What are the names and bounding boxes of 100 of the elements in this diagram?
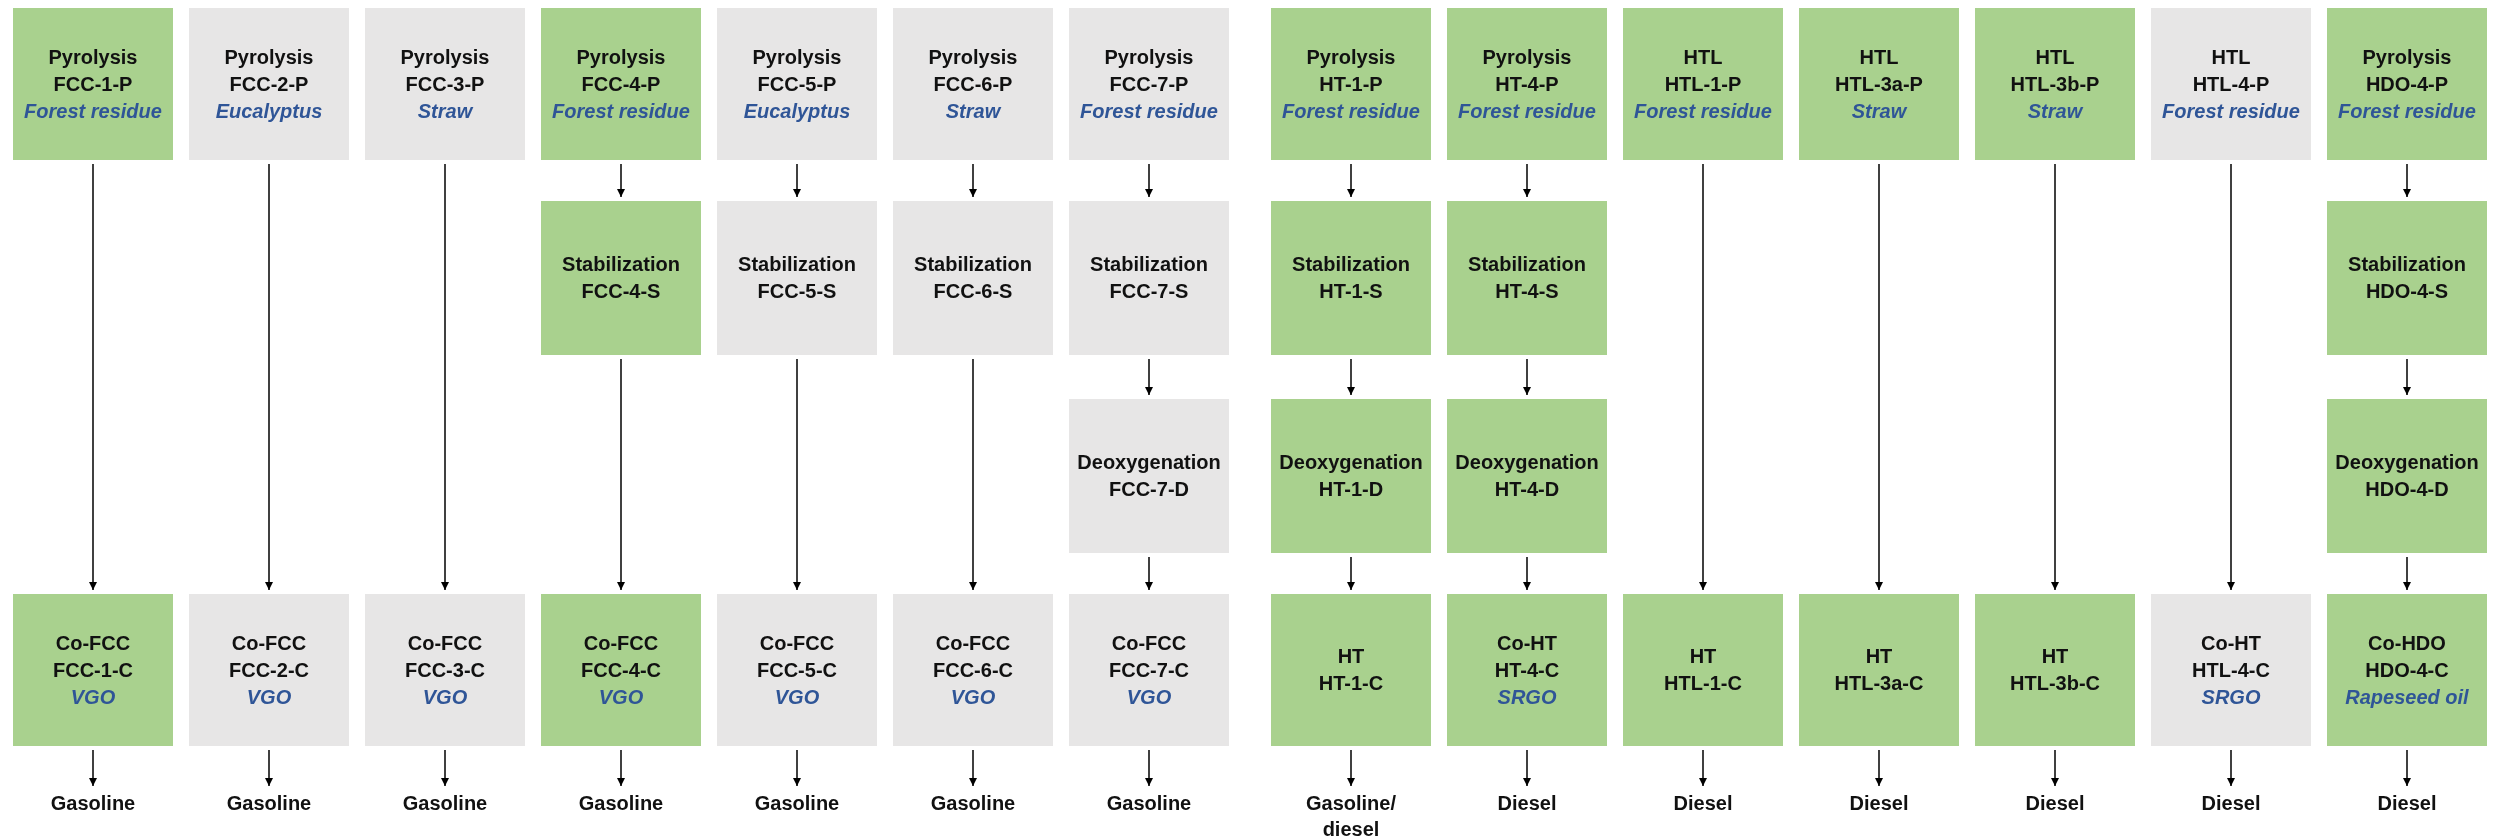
process-name: HTL [2035, 44, 2075, 70]
arrow [1523, 358, 1531, 396]
process-name: Deoxygenation [1279, 450, 1423, 475]
process-box [893, 594, 1053, 746]
process-box [1447, 201, 1607, 355]
process-box [2151, 8, 2311, 160]
process-code: FCC-6-C [933, 657, 1013, 683]
arrow [793, 749, 801, 787]
arrow [441, 163, 449, 591]
process-box [1447, 399, 1607, 553]
process-name: Stabilization [1468, 252, 1586, 277]
product-label: Diesel [1819, 790, 1939, 836]
process-code: HT-1-C [1318, 671, 1384, 696]
process-box [1799, 8, 1959, 160]
arrow [1145, 163, 1153, 198]
process-name: Stabilization [914, 252, 1032, 277]
arrow [793, 358, 801, 591]
product-label: Gasoline [913, 790, 1033, 836]
process-name: Stabilization [1292, 252, 1410, 277]
process-code: HT-1-S [1319, 279, 1383, 304]
process-box [2327, 399, 2487, 553]
arrow [969, 163, 977, 198]
process-name: Pyrolysis [224, 44, 314, 70]
product-label: Diesel [1995, 790, 2115, 836]
process-code: HTL-3a-C [1834, 671, 1924, 696]
feedstock-label: Forest residue [1458, 98, 1596, 124]
arrow [1875, 163, 1883, 591]
arrow [1145, 556, 1153, 591]
process-name: Deoxygenation [1077, 450, 1221, 475]
process-code: HTL-3a-P [1835, 71, 1923, 97]
process-box [1447, 594, 1607, 746]
process-name: Co-HT [2201, 630, 2261, 656]
process-code: FCC-2-P [229, 71, 309, 97]
feedstock-label: VGO [774, 684, 820, 710]
product-label: Gasoline [737, 790, 857, 836]
arrow [89, 749, 97, 787]
feedstock-label: Forest residue [24, 98, 162, 124]
process-box [1069, 399, 1229, 553]
feedstock-label: Straw [417, 98, 473, 124]
product-label: Gasoline [385, 790, 505, 836]
process-code: FCC-4-P [581, 71, 661, 97]
product-label: Gasoline [1089, 790, 1209, 836]
feedstock-label: SRGO [2201, 684, 2261, 710]
process-name: Pyrolysis [1482, 44, 1572, 70]
arrow [617, 749, 625, 787]
process-code: FCC-7-P [1109, 71, 1189, 97]
feedstock-label: VGO [422, 684, 468, 710]
process-code: HT-4-S [1495, 279, 1559, 304]
arrow [617, 163, 625, 198]
process-code: FCC-1-C [53, 657, 133, 683]
feedstock-label: VGO [950, 684, 996, 710]
arrow [793, 163, 801, 198]
process-name: Co-FCC [1111, 630, 1187, 656]
process-code: HTL-4-P [2192, 71, 2270, 97]
process-box [1271, 8, 1431, 160]
product-label: Diesel [1467, 790, 1587, 836]
process-code: FCC-2-C [229, 657, 309, 683]
process-name: Stabilization [2348, 252, 2466, 277]
process-box [2327, 201, 2487, 355]
process-name: Pyrolysis [752, 44, 842, 70]
arrow [2051, 749, 2059, 787]
process-code: FCC-5-C [757, 657, 837, 683]
process-code: FCC-7-C [1109, 657, 1189, 683]
process-box [1447, 8, 1607, 160]
process-code: FCC-7-D [1109, 477, 1189, 502]
process-code: FCC-3-C [405, 657, 485, 683]
arrow [1523, 163, 1531, 198]
process-code: HDO-4-S [2365, 279, 2449, 304]
process-name: Co-HT [1497, 630, 1557, 656]
process-name: Co-FCC [407, 630, 483, 656]
process-name: Stabilization [1090, 252, 1208, 277]
process-box [1799, 594, 1959, 746]
process-code: FCC-5-P [757, 71, 837, 97]
process-name: Pyrolysis [576, 44, 666, 70]
feedstock-label: VGO [246, 684, 292, 710]
arrow [265, 163, 273, 591]
process-code: FCC-5-S [757, 279, 837, 304]
arrow [1347, 749, 1355, 787]
process-name: Pyrolysis [2362, 44, 2452, 70]
product-label: Diesel [1643, 790, 1763, 836]
process-name: HT [2041, 644, 2069, 669]
arrow [2051, 163, 2059, 591]
process-code: FCC-1-P [53, 71, 133, 97]
product-label: Gasoline [561, 790, 681, 836]
process-code: HTL-4-C [2192, 657, 2270, 683]
arrow [969, 358, 977, 591]
process-name: HTL [1859, 44, 1899, 70]
process-box [717, 8, 877, 160]
process-box [365, 8, 525, 160]
arrow [1523, 749, 1531, 787]
feedstock-label: Forest residue [552, 98, 690, 124]
process-code: FCC-4-S [581, 279, 661, 304]
process-box [13, 594, 173, 746]
feedstock-label: Forest residue [1282, 98, 1420, 124]
arrow [1347, 358, 1355, 396]
process-code: HTL-1-P [1664, 71, 1742, 97]
arrow [1523, 556, 1531, 591]
feedstock-label: Straw [945, 98, 1001, 124]
process-name: Stabilization [562, 252, 680, 277]
process-name: Co-FCC [231, 630, 307, 656]
